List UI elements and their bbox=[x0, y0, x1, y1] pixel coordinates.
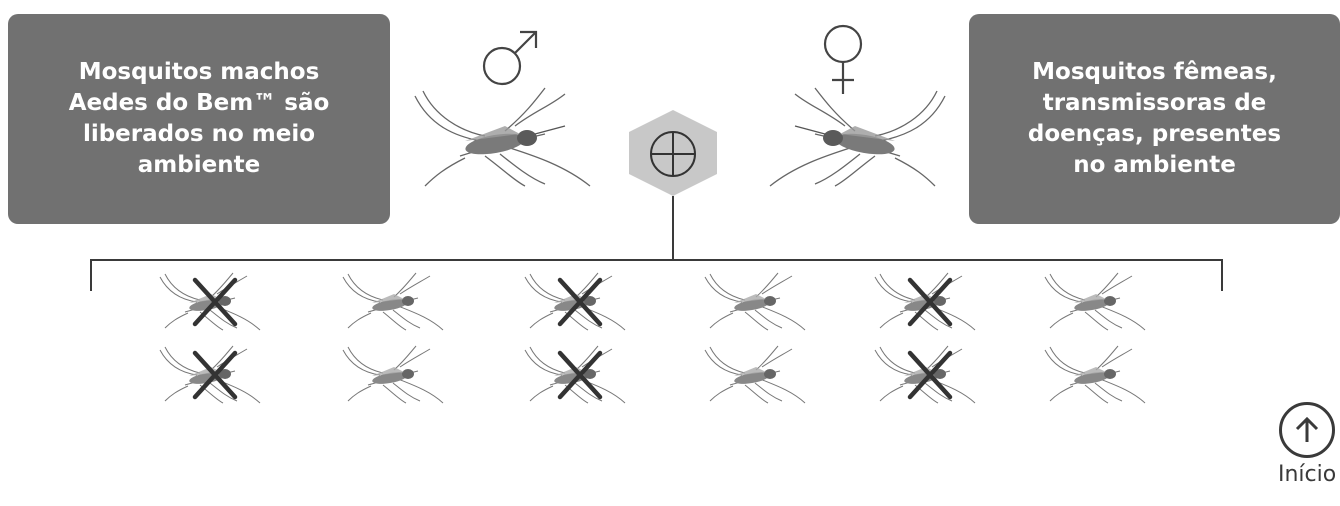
offspring-mosquito-dead-icon bbox=[870, 272, 982, 334]
connector-horizontal bbox=[90, 259, 1222, 261]
connector-left-drop bbox=[90, 259, 92, 291]
offspring-mosquito-icon bbox=[338, 345, 450, 407]
left-box-line: Mosquitos machos bbox=[69, 57, 330, 88]
female-mosquito-icon bbox=[765, 86, 955, 190]
offspring-mosquito-icon bbox=[1040, 345, 1152, 407]
back-to-top-button[interactable] bbox=[1279, 402, 1335, 458]
offspring-mosquito-icon bbox=[700, 272, 812, 334]
offspring-mosquito-dead-icon bbox=[155, 345, 267, 407]
male-symbol-icon bbox=[478, 26, 542, 90]
female-presence-box: Mosquitos fêmeas, transmissoras de doenç… bbox=[969, 14, 1340, 224]
mating-hexagon bbox=[625, 108, 721, 196]
offspring-mosquito-dead-icon bbox=[520, 272, 632, 334]
right-box-line: Mosquitos fêmeas, bbox=[1028, 57, 1281, 88]
right-box-line: no ambiente bbox=[1028, 150, 1281, 181]
offspring-mosquito-dead-icon bbox=[155, 272, 267, 334]
connector-vertical bbox=[672, 196, 674, 260]
arrow-up-icon bbox=[1292, 415, 1322, 445]
offspring-mosquito-dead-icon bbox=[520, 345, 632, 407]
back-to-top-label[interactable]: Início bbox=[1278, 462, 1336, 487]
offspring-mosquito-dead-icon bbox=[870, 345, 982, 407]
offspring-mosquito-icon bbox=[338, 272, 450, 334]
plus-circle-icon bbox=[651, 132, 695, 176]
left-box-line: liberados no meio bbox=[69, 119, 330, 150]
offspring-mosquito-icon bbox=[1040, 272, 1152, 334]
right-box-line: transmissoras de bbox=[1028, 88, 1281, 119]
connector-right-drop bbox=[1221, 259, 1223, 291]
male-release-box: Mosquitos machos Aedes do Bem™ são liber… bbox=[8, 14, 390, 224]
offspring-mosquito-icon bbox=[700, 345, 812, 407]
left-box-line: Aedes do Bem™ são bbox=[69, 88, 330, 119]
right-box-line: doenças, presentes bbox=[1028, 119, 1281, 150]
male-mosquito-icon bbox=[405, 86, 595, 190]
left-box-line: ambiente bbox=[69, 150, 330, 181]
